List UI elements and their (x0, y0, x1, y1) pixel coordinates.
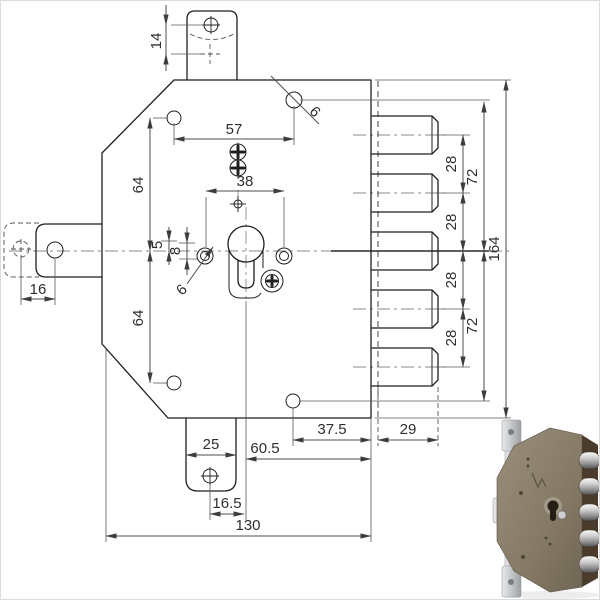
dim-label-6-cylinder: 6 (173, 281, 191, 299)
left-tab-hole (46, 241, 64, 259)
dimension-164: 164 (486, 79, 509, 419)
dimension-57: 57 (173, 121, 295, 142)
dimension-72-group: 72 72 (464, 101, 487, 402)
dim-label-28-2: 28 (443, 214, 460, 231)
dimension-25: 25 (185, 436, 237, 458)
photo-logo (531, 472, 547, 489)
dimension-5: 5 (149, 227, 172, 265)
dim-label-64-upper: 64 (130, 177, 147, 194)
dimension-37-5: 37.5 (292, 421, 372, 443)
dim-label-25: 25 (203, 436, 220, 453)
dimension-64-lower: 64 (130, 250, 153, 384)
dim-label-72-lower: 72 (464, 318, 481, 335)
dim-label-28-3: 28 (443, 272, 460, 289)
dimension-16-5: 16.5 (209, 495, 245, 517)
left-mounting-tab (3, 222, 103, 278)
photo-bolt-2 (578, 477, 599, 496)
phantom-tab-arc (189, 33, 235, 40)
phantom-crosshair-top (200, 44, 220, 64)
photo-bolt-5 (578, 555, 599, 574)
dim-label-28-4: 28 (443, 330, 460, 347)
dimension-38: 38 (205, 173, 285, 194)
dimension-60-5: 60.5 (245, 440, 372, 462)
dim-label-6-top: 6 (306, 103, 324, 121)
dim-label-64-lower: 64 (130, 310, 147, 327)
dim-label-38: 38 (237, 173, 254, 190)
dim-label-57: 57 (226, 121, 243, 138)
photo-keyhole (544, 497, 567, 521)
dim-label-8: 8 (167, 247, 184, 255)
phantom-left-tab (3, 222, 39, 278)
dim-label-130: 130 (235, 517, 260, 534)
dim-label-16: 16 (30, 281, 47, 298)
cylinder-keyhole (227, 225, 284, 299)
cylinder-fixing-boss (260, 269, 284, 293)
top-mounting-tab (186, 10, 238, 81)
photo-bolt-3 (578, 503, 599, 522)
photo-bolt-4 (578, 529, 599, 548)
centerlines (9, 134, 510, 368)
bolt-3 (371, 231, 439, 271)
dim-label-29: 29 (400, 421, 417, 438)
dimension-64-upper: 64 (130, 117, 153, 252)
photo-lock-body (496, 427, 598, 593)
photo-bolt-1 (578, 451, 599, 470)
dimensions: 14 57 64 64 38 5 8 (20, 5, 509, 539)
dimension-8: 8 (167, 227, 190, 275)
dim-label-5: 5 (149, 241, 166, 249)
dim-label-72-upper: 72 (464, 169, 481, 186)
dim-label-28-1: 28 (443, 156, 460, 173)
product-photo (492, 419, 599, 599)
dim-label-14: 14 (148, 33, 165, 50)
dim-label-37-5: 37.5 (317, 421, 346, 438)
dimension-16: 16 (20, 281, 56, 302)
dimension-29: 29 (377, 421, 439, 443)
dimension-14: 14 (148, 5, 169, 71)
photo-bolts (578, 451, 599, 574)
dimension-130: 130 (105, 517, 372, 539)
lock-body-outline (101, 79, 379, 419)
dim-label-164: 164 (486, 236, 503, 261)
dim-label-16-5: 16.5 (212, 495, 241, 512)
dim-label-60-5: 60.5 (250, 440, 279, 457)
cover-screws (229, 143, 247, 212)
dimension-28-group: 28 28 28 28 (443, 134, 466, 368)
